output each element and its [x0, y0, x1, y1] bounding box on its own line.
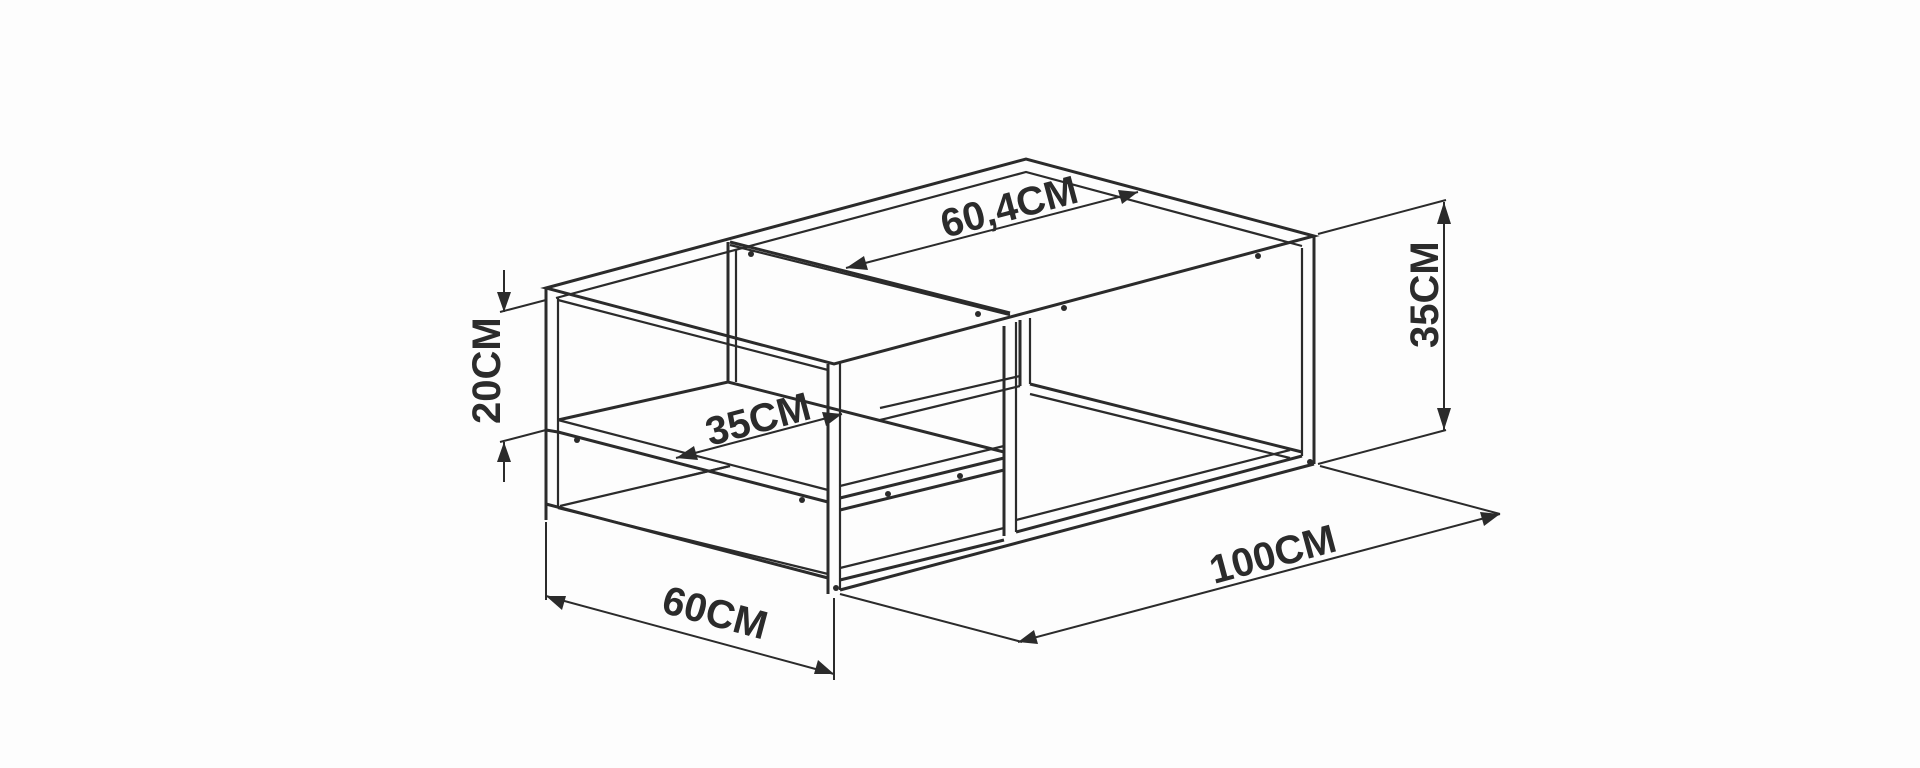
- dimension-top-depth-label: 60,4CM: [936, 168, 1083, 247]
- dimension-shelf-gap-label: 20CM: [465, 317, 509, 424]
- dimension-shelf-gap: 20CM: [465, 270, 547, 482]
- dimension-inner-shelf-depth-label: 35CM: [701, 385, 815, 455]
- dimension-depth: 60CM: [545, 522, 835, 680]
- dimension-inner-shelf-depth: 35CM: [675, 385, 843, 460]
- table-frame: [540, 157, 1320, 594]
- dimension-total-height-label: 35CM: [1403, 241, 1447, 348]
- dimension-top-depth: 60,4CM: [845, 168, 1139, 270]
- dimension-total-height: 35CM: [1317, 199, 1451, 465]
- dimension-width-label: 100CM: [1205, 517, 1341, 593]
- screw-dots: [574, 251, 1313, 591]
- dimension-depth-label: 60CM: [658, 578, 772, 648]
